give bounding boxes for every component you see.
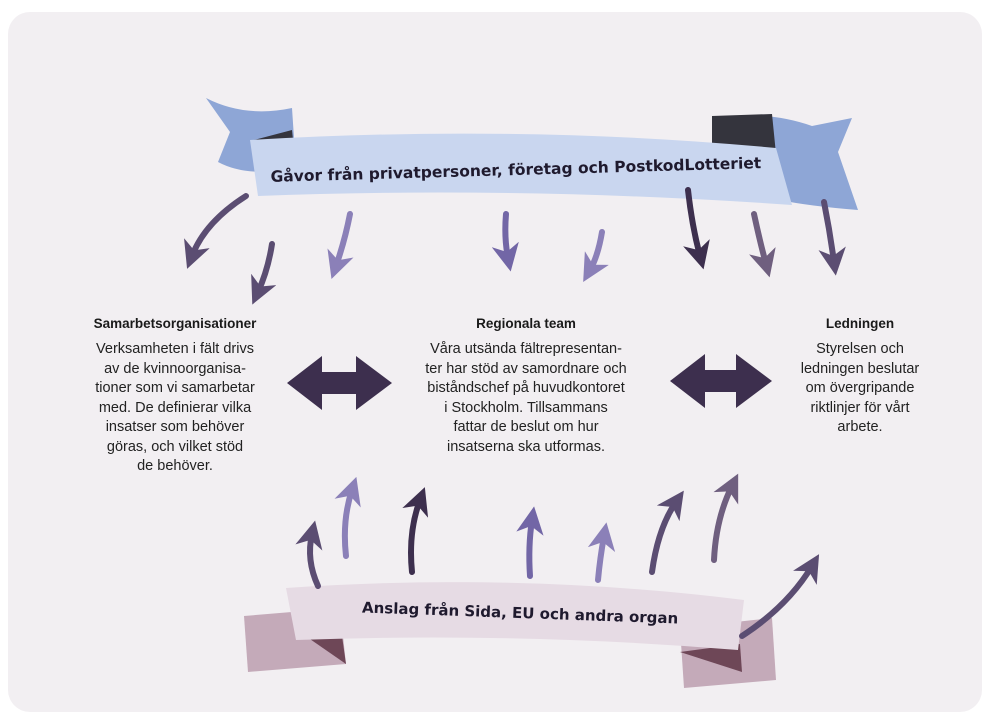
down-arrow-6 xyxy=(683,187,710,270)
column-text-ledningen: Styrelsen och ledningen beslutar om över… xyxy=(800,341,920,435)
column-title-regionala-team: Regionala team xyxy=(476,316,576,331)
top-banner-band xyxy=(250,133,792,205)
down-arrow-3 xyxy=(327,211,354,280)
down-arrow-8 xyxy=(818,199,846,276)
down-arrow-4 xyxy=(491,211,519,272)
bottom-banner-right-fold xyxy=(680,644,742,672)
down-arrow-1 xyxy=(184,193,249,269)
exchange-arrows xyxy=(287,354,772,410)
column-title-samarbetsorganisationer: Samarbetsorganisationer xyxy=(93,316,257,331)
up-arrow-7 xyxy=(711,473,739,563)
grant-arrows xyxy=(295,473,820,639)
up-arrow-8 xyxy=(739,554,820,639)
up-arrow-3 xyxy=(402,487,429,575)
bottom-banner: Anslag från Sida, EU och andra organ xyxy=(244,582,776,688)
up-arrow-4 xyxy=(516,506,544,579)
down-arrow-5 xyxy=(583,229,609,282)
up-arrow-6 xyxy=(649,490,684,575)
double-arrow-right xyxy=(670,354,772,408)
column-text-regionala-team: Våra utsända fältrepresentan- ter har st… xyxy=(425,341,627,455)
top-banner: Gåvor från privatpersoner, företag och P… xyxy=(206,98,858,210)
down-arrow-2 xyxy=(251,241,277,305)
double-arrow-left xyxy=(287,356,392,410)
down-arrow-7 xyxy=(749,211,776,278)
up-arrow-2 xyxy=(334,476,361,559)
column-text-samarbetsorganisationer: Verksamheten i fält drivs av de kvinnoor… xyxy=(95,341,255,474)
up-arrow-1 xyxy=(295,520,323,589)
bottom-banner-band xyxy=(286,582,744,650)
column-title-ledningen: Ledningen xyxy=(825,316,895,331)
up-arrow-5 xyxy=(587,522,616,583)
donation-arrows xyxy=(184,187,846,305)
